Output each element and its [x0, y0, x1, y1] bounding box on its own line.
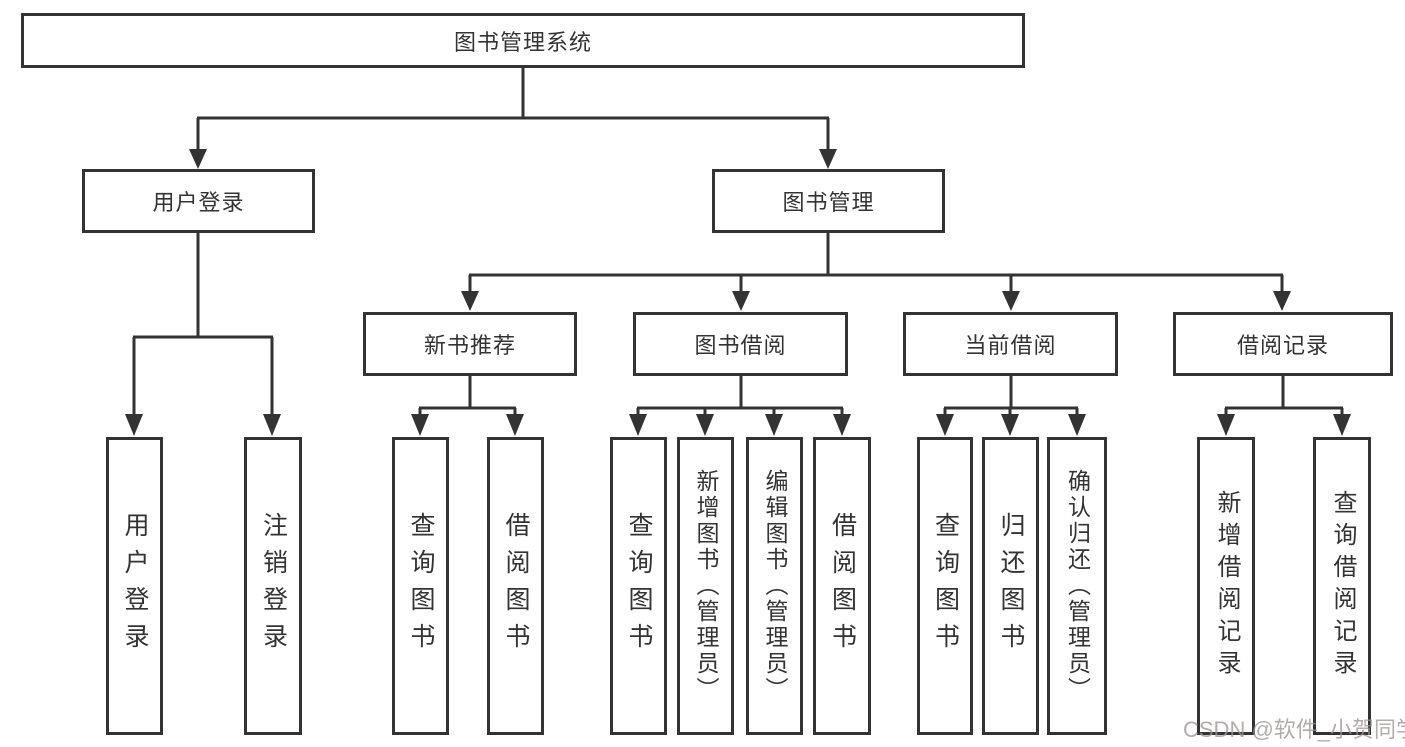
- node-label: 借阅图书: [502, 512, 530, 660]
- node-label: 图书管理: [782, 190, 875, 215]
- arrowhead-icon: [125, 414, 143, 436]
- node-root-system: 图书管理系统: [21, 13, 1025, 68]
- arrowhead-icon: [696, 414, 714, 436]
- leaf-edit-book-admin: 编辑图书（管理员）: [746, 437, 803, 735]
- node-label: 新书推荐: [423, 333, 516, 358]
- arrowhead-icon: [833, 414, 851, 436]
- leaf-logout: 注销登录: [244, 437, 302, 735]
- arrowhead-icon: [732, 291, 750, 311]
- arrowhead-icon: [1002, 291, 1020, 311]
- node-user-login: 用户登录: [82, 169, 315, 233]
- leaf-query-book-1: 查询图书: [392, 437, 449, 735]
- leaf-borrow-book-2: 借阅图书: [813, 437, 871, 735]
- leaf-add-borrow-record: 新增借阅记录: [1197, 437, 1255, 735]
- node-label: 归还图书: [997, 512, 1025, 660]
- arrowhead-icon: [819, 149, 837, 169]
- node-label: 图书借阅: [694, 333, 787, 358]
- node-label: 编辑图书（管理员）: [762, 469, 788, 703]
- arrowhead-icon: [1217, 414, 1235, 436]
- arrowhead-icon: [189, 149, 207, 169]
- arrowheads: [125, 149, 1351, 436]
- node-label: 图书管理系统: [453, 29, 592, 55]
- node-label: 新增借阅记录: [1213, 490, 1240, 682]
- arrowhead-icon: [263, 414, 281, 436]
- arrowhead-icon: [461, 291, 479, 311]
- arrowhead-icon: [1333, 414, 1351, 436]
- leaf-query-borrow-record: 查询借阅记录: [1313, 437, 1371, 735]
- arrowhead-icon: [1068, 414, 1086, 436]
- node-label: 用户登录: [152, 190, 245, 215]
- node-label: 用户登录: [121, 512, 149, 660]
- node-label: 借阅记录: [1236, 333, 1329, 358]
- arrowhead-icon: [411, 414, 429, 436]
- node-label: 当前借阅: [964, 333, 1057, 358]
- leaf-query-book-2: 查询图书: [610, 437, 667, 735]
- node-label: 查询图书: [407, 512, 435, 660]
- node-book-management: 图书管理: [712, 169, 945, 233]
- arrowhead-icon: [936, 414, 954, 436]
- node-label: 查询借阅记录: [1329, 490, 1356, 682]
- arrowhead-icon: [1273, 291, 1291, 311]
- leaf-user-login: 用户登录: [106, 437, 163, 735]
- node-current-borrow: 当前借阅: [903, 312, 1118, 376]
- node-new-book-recommend: 新书推荐: [363, 312, 577, 376]
- arrowhead-icon: [629, 414, 647, 436]
- csdn-watermark: CSDN @软件_小贺同学: [1183, 717, 1405, 742]
- arrowhead-icon: [506, 414, 524, 436]
- node-label: 查询图书: [625, 512, 653, 660]
- node-book-borrow: 图书借阅: [633, 312, 848, 376]
- node-label: 新增图书（管理员）: [693, 469, 719, 703]
- node-label: 借阅图书: [828, 512, 857, 660]
- leaf-query-book-3: 查询图书: [917, 437, 973, 735]
- leaf-confirm-return-admin: 确认归还（管理员）: [1047, 437, 1107, 735]
- arrowhead-icon: [765, 414, 783, 436]
- leaf-return-book: 归还图书: [982, 437, 1039, 735]
- node-label: 注销登录: [259, 512, 288, 660]
- node-borrow-records: 借阅记录: [1173, 312, 1393, 376]
- node-label: 查询图书: [931, 512, 960, 660]
- node-label: 确认归还（管理员）: [1064, 469, 1091, 703]
- leaf-borrow-book-1: 借阅图书: [487, 437, 544, 735]
- arrowhead-icon: [1001, 414, 1019, 436]
- leaf-add-book-admin: 新增图书（管理员）: [677, 437, 734, 735]
